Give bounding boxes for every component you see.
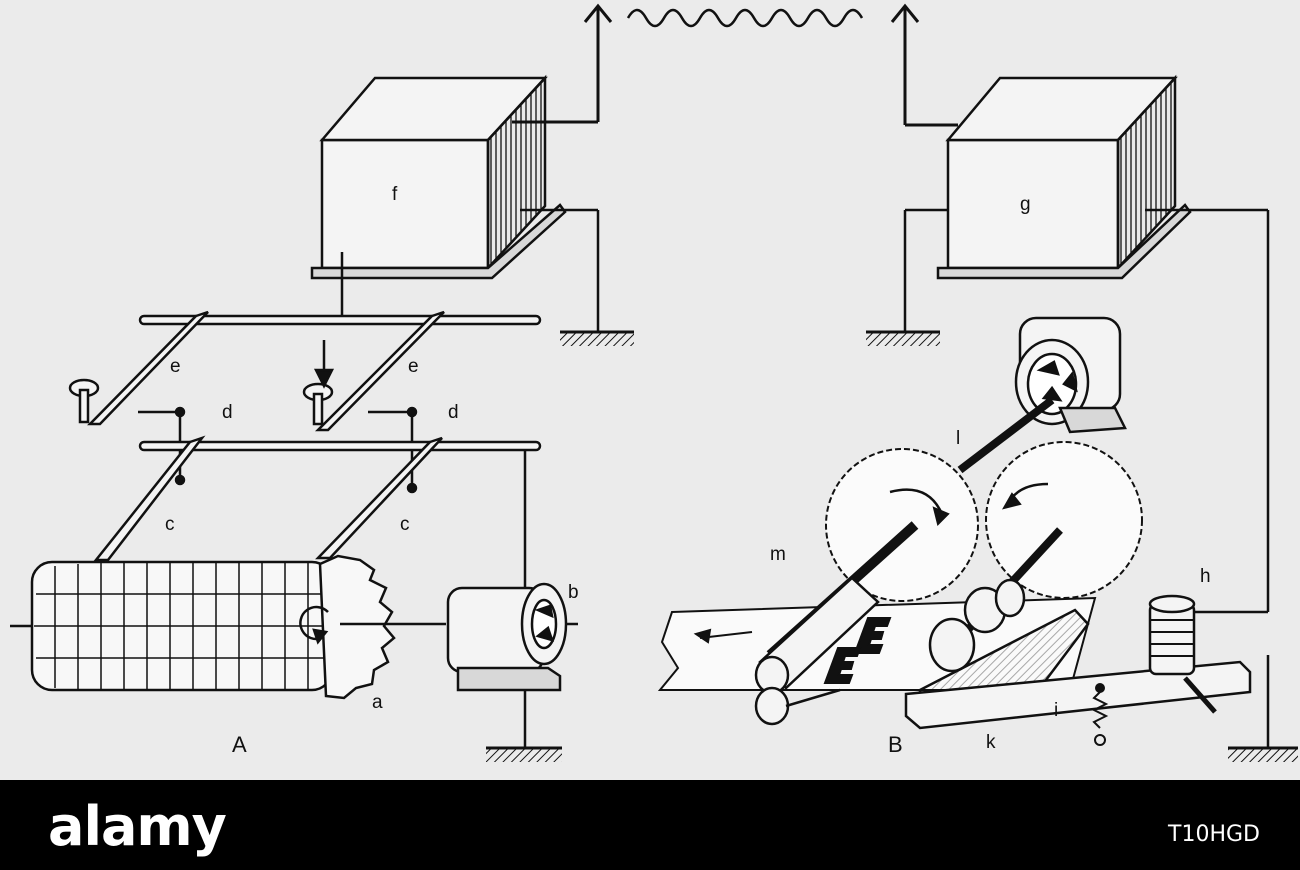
label-d-left: d [222, 402, 233, 423]
label-k: k [986, 732, 996, 753]
perforated-drum-a [10, 554, 396, 700]
label-e-right: e [408, 356, 419, 377]
receiver-box-g [903, 74, 1270, 748]
label-h: h [1200, 566, 1211, 587]
printed-letter [853, 617, 892, 654]
image-code: T10HGD [1168, 822, 1260, 847]
label-c-right: c [400, 514, 410, 535]
key-lever-assembly [68, 310, 542, 432]
gear-wheels [825, 441, 1143, 602]
return-spring [1091, 683, 1109, 746]
label-B: B [888, 732, 903, 757]
transmitter-receiver-diagram: f g e e d d c c a b A B m l h i k [10, 3, 1298, 762]
label-l: l [956, 428, 960, 449]
ground-symbol [866, 332, 940, 346]
receiver-motor [957, 316, 1127, 474]
label-a: a [372, 692, 383, 713]
tape-rollers-m [754, 521, 919, 726]
motor-b [340, 582, 578, 692]
label-e-left: e [170, 356, 181, 377]
ground-symbol [560, 332, 634, 346]
label-g: g [1020, 194, 1031, 215]
label-A: A [232, 732, 247, 757]
label-f: f [392, 184, 398, 205]
label-d-right: d [448, 402, 459, 423]
transmitter-box-f [310, 74, 600, 332]
watermark-banner [0, 780, 1300, 870]
printing-bar-i [904, 608, 1252, 730]
ground-symbol [486, 748, 562, 762]
electromagnet-h [1148, 594, 1196, 676]
ground-symbol [1228, 748, 1298, 762]
label-m: m [770, 544, 786, 565]
printed-letter [823, 647, 862, 684]
type-wheels-k [928, 527, 1063, 673]
receiving-aerial [890, 3, 958, 127]
label-b: b [568, 582, 579, 603]
brand-logo: alamy [48, 795, 227, 858]
radio-wave [626, 8, 864, 28]
pawl-levers [93, 435, 542, 748]
label-c-left: c [165, 514, 175, 535]
label-i: i [1054, 700, 1058, 721]
